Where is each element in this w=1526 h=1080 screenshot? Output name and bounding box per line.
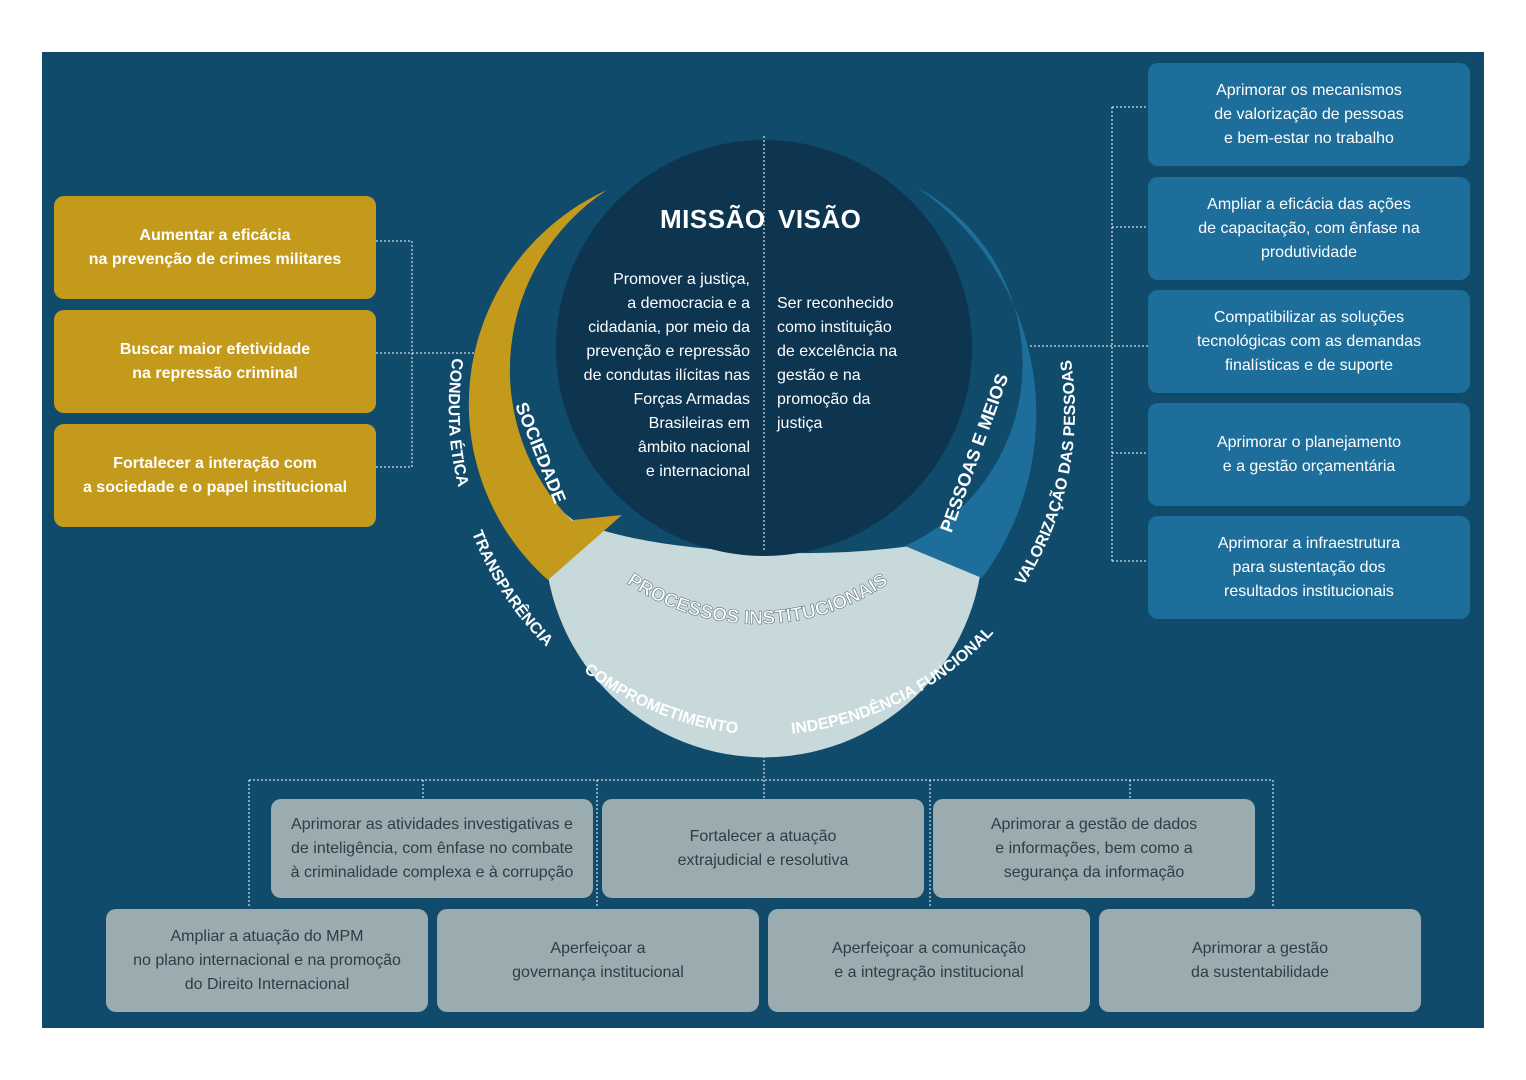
visao-title: VISÃO <box>778 204 862 234</box>
process-objective: Aprimorar a gestão de dados e informaçõe… <box>933 799 1255 898</box>
visao-text: Ser reconhecido como instituição de exce… <box>777 295 898 432</box>
people-objective: Aprimorar o planejamento e a gestão orça… <box>1148 403 1470 506</box>
missao-text: Promover a justiça, a democracia e a cid… <box>583 271 750 480</box>
process-objective: Ampliar a atuação do MPM no plano intern… <box>106 909 428 1012</box>
process-objective: Aperfeiçoar a governança institucional <box>437 909 759 1012</box>
processos-ring <box>544 500 980 758</box>
society-objective: Aumentar a eficácia na prevenção de crim… <box>54 196 376 299</box>
process-objective: Aprimorar as atividades investigativas e… <box>271 799 593 898</box>
people-objective: Ampliar a eficácia das ações de capacita… <box>1148 177 1470 280</box>
society-objective: Buscar maior efetividade na repressão cr… <box>54 310 376 413</box>
people-objective: Aprimorar os mecanismos de valorização d… <box>1148 63 1470 166</box>
process-objective: Aperfeiçoar a comunicação e a integração… <box>768 909 1090 1012</box>
society-objective: Fortalecer a interação com a sociedade e… <box>54 424 376 527</box>
pessoas-ring <box>905 188 1037 578</box>
sociedade-ring <box>468 190 607 580</box>
process-objective: Aprimorar a gestão da sustentabilidade <box>1099 909 1421 1012</box>
people-objective: Aprimorar a infraestrutura para sustenta… <box>1148 516 1470 619</box>
value-conduta-etica: CONDUTA ÉTICA <box>445 357 472 489</box>
missao-title: MISSÃO <box>660 204 766 234</box>
people-objective: Compatibilizar as soluções tecnológicas … <box>1148 290 1470 393</box>
process-objective: Fortalecer a atuação extrajudicial e res… <box>602 799 924 898</box>
